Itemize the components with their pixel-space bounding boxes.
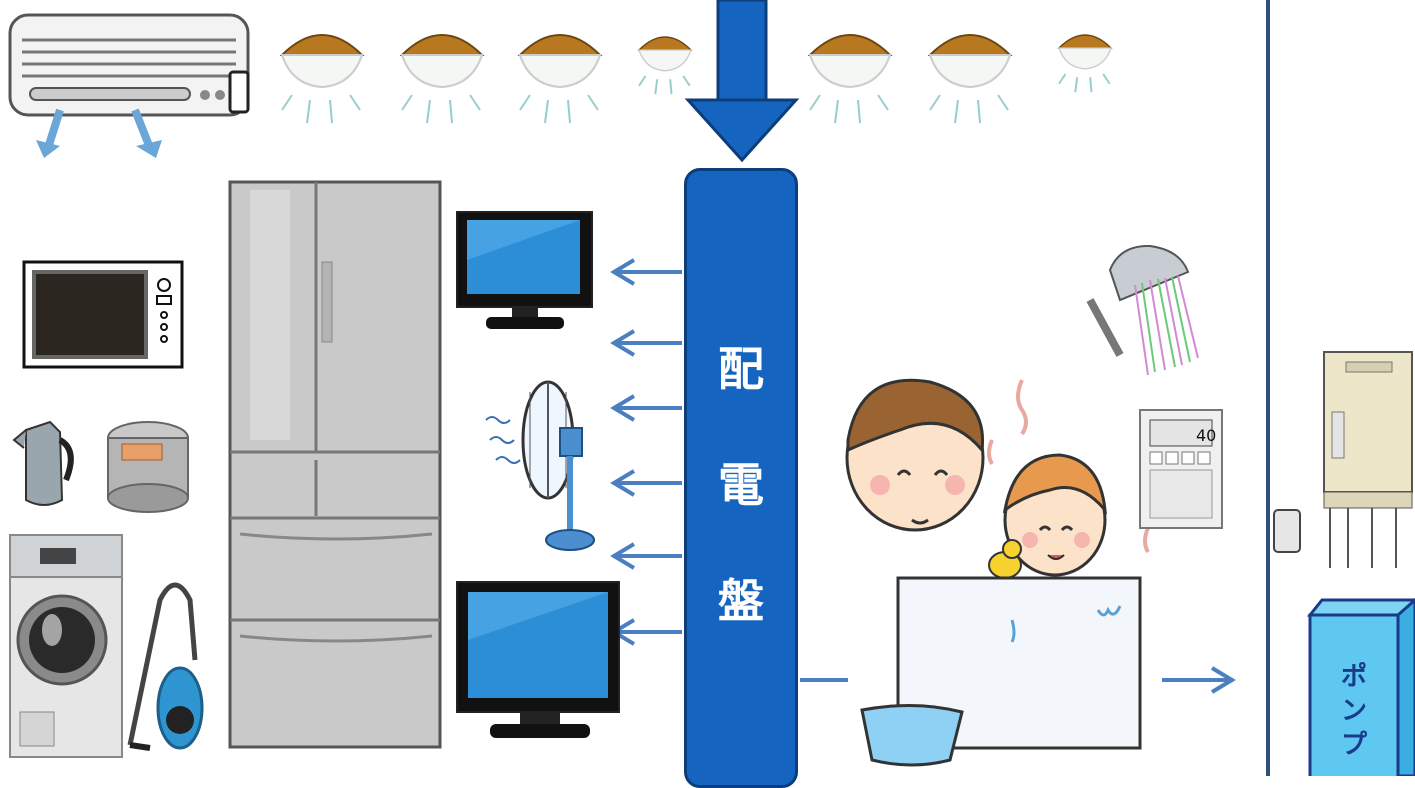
ceiling-lights <box>279 34 1113 124</box>
arrow-to-unit-5 <box>610 542 682 570</box>
ceiling-light-icon <box>279 34 365 124</box>
arrow-to-fan <box>610 394 682 422</box>
vacuum-cleaner-icon <box>127 582 204 751</box>
main-feed-arrow <box>684 0 800 163</box>
branch-arrows <box>610 258 1236 694</box>
pump-label-char-3: プ <box>1340 730 1367 760</box>
pump-label-char-1: ポ <box>1340 662 1367 692</box>
distribution-board-label-char-1: 配 <box>718 342 764 396</box>
washing-machine-icon <box>9 534 123 758</box>
arrow-to-tv-2 <box>610 618 682 646</box>
distribution-board-label-char-2: 電 <box>718 458 764 512</box>
rice-cooker-icon <box>107 421 189 513</box>
bath-remote-control-icon: 40 <box>1139 409 1223 529</box>
shower-icon <box>1086 244 1199 376</box>
bathtub-family-icon <box>845 378 1150 767</box>
ceiling-light-icon <box>1057 34 1113 93</box>
pump-label-char-2: ン <box>1340 696 1367 726</box>
ceiling-light-icon <box>637 36 693 95</box>
remote-temperature-display: 40 <box>1196 426 1216 445</box>
ceiling-light-icon <box>807 34 893 124</box>
microwave-icon <box>22 260 184 369</box>
arrow-to-unit-2 <box>610 329 682 357</box>
arrow-to-unit-4 <box>610 469 682 497</box>
arrow-to-tv-1 <box>610 258 682 286</box>
ceiling-light-icon <box>927 34 1013 124</box>
television-icon <box>456 581 620 738</box>
ceiling-light-icon <box>517 34 603 124</box>
electric-fan-icon <box>485 380 595 551</box>
ceiling-light-icon <box>399 34 485 124</box>
distribution-board-label-char-3: 盤 <box>718 574 764 628</box>
water-heater-icon <box>1273 351 1413 568</box>
kettle-icon <box>12 420 74 506</box>
refrigerator-icon <box>228 180 442 749</box>
distribution-board: 配 電 盤 <box>684 168 798 788</box>
air-conditioner-icon <box>8 13 250 158</box>
television-icon <box>456 211 593 329</box>
pump-icon <box>1306 597 1415 776</box>
arrow-to-water-heater <box>1162 666 1236 694</box>
pump-label: ポ ン プ <box>1310 660 1398 762</box>
